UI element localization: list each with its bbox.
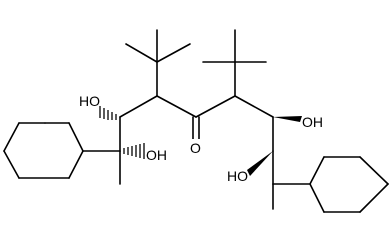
carbonyl-label-bg — [189, 139, 203, 155]
left-ring-bond-6 — [3, 122, 20, 152]
right-cyclohexyl-ring — [309, 156, 389, 213]
c2-oh-hashed-bond — [123, 143, 145, 159]
right-ring-bond-1 — [309, 156, 325, 185]
c5-c6-bond — [195, 95, 236, 118]
c3-hydroxyl-label: HO — [79, 93, 100, 109]
left-ring-bond-2 — [68, 122, 84, 152]
left-tert-butyl — [125, 29, 191, 97]
c3-c4-bond — [119, 95, 158, 118]
c8-oh-wedge-bond — [247, 151, 273, 176]
left-ring-bond-3 — [68, 150, 84, 179]
c8-hydroxyl-label: HO — [227, 168, 248, 184]
c7-hydroxyl-label: OH — [302, 114, 323, 130]
carbonyl-oxygen-label: O — [190, 140, 201, 156]
c6-c7-bond — [234, 95, 274, 118]
right-ring-bond-4 — [359, 183, 389, 213]
right-ring-bond-3 — [359, 156, 389, 185]
left-ring-bond-5 — [3, 150, 20, 179]
c3-oh-hashed-bond — [99, 106, 117, 120]
c2-hydroxyl-label: OH — [146, 147, 167, 163]
structure-diagram: HO OH O OH HO — [3, 29, 389, 213]
right-tert-butyl — [202, 29, 267, 97]
left-cyclohexyl-ring — [3, 122, 84, 179]
molecule-canvas: HO OH O OH HO — [3, 29, 389, 213]
right-ring-bond-6 — [309, 183, 325, 213]
carbonyl-double-bond — [192, 116, 200, 141]
left-tbu-methyl-left — [125, 43, 158, 63]
c7-oh-wedge-bond — [273, 116, 302, 122]
left-tbu-methyl-right — [156, 43, 191, 63]
c4-c5-bond — [156, 95, 197, 118]
c2-center — [82, 143, 145, 185]
